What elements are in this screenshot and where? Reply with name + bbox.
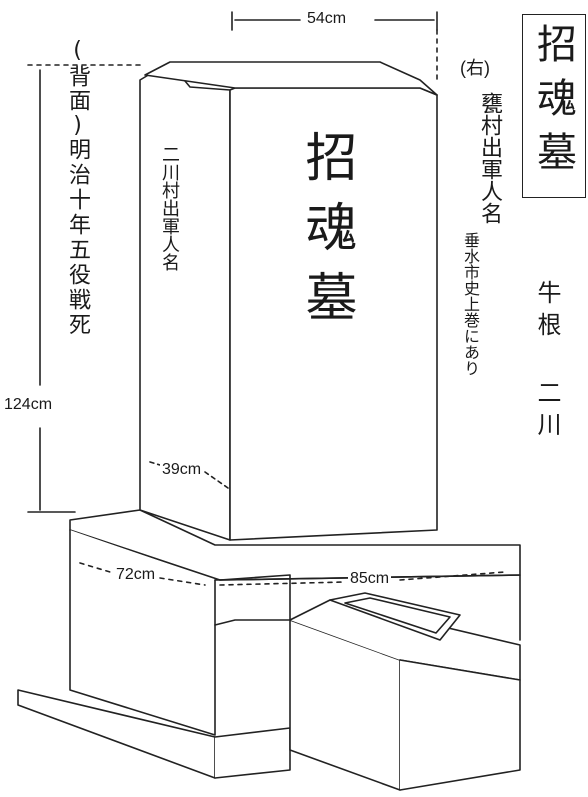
dim-base-side: 72cm (114, 566, 158, 584)
dim-base-front: 85cm (348, 570, 392, 588)
front-inscription: 招魂墓 (296, 130, 356, 340)
right-side-note: 垂水市史上巻にあり (461, 232, 480, 376)
dim-side-depth: 39cm (160, 461, 204, 479)
dim-top-width: 54cm (305, 10, 349, 28)
right-side-label: (右) (458, 54, 492, 80)
left-side-inscription: 二川村出軍人名 (159, 145, 180, 271)
pillar-top (144, 61, 438, 96)
dim-height: 124cm (2, 396, 55, 414)
back-side-label: (背面) (65, 38, 90, 140)
title-box-text: 招魂墓 (530, 23, 576, 185)
offering-tray (329, 592, 461, 641)
title-box: 招魂墓 (522, 14, 586, 198)
back-side-inscription: 明治十年五役戦死 (65, 138, 90, 338)
location-label: 牛根 二川 (533, 280, 561, 444)
pedestal (69, 509, 521, 581)
right-side-inscription: 甕村出軍人名 (477, 92, 502, 224)
